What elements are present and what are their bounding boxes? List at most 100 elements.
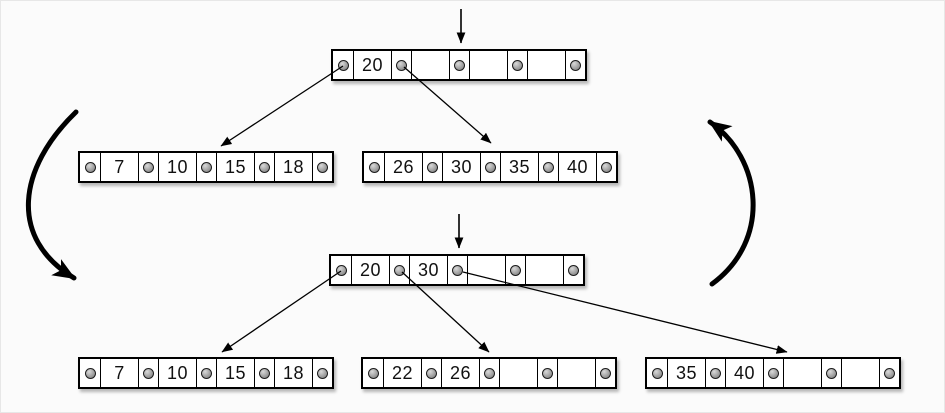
pointer-dot-icon	[651, 367, 663, 379]
btree-node-top-leaf-left: 7 10 15 18	[78, 151, 334, 183]
key-cell: 10	[158, 153, 196, 181]
pointer-cell	[821, 359, 841, 387]
pointer-dot-icon	[335, 264, 347, 276]
key-cell: 7	[100, 153, 138, 181]
pointer-cell	[196, 153, 216, 181]
pointer-dot-icon	[601, 161, 612, 173]
cycle-arrow-left	[26, 109, 79, 281]
key-cell: 15	[216, 359, 254, 387]
key-cell: 26	[384, 153, 422, 181]
child-pointer-arrow-top-root-to-left-leaf	[220, 65, 344, 147]
key-cell: 40	[558, 153, 596, 181]
key-cell	[783, 359, 821, 387]
key-cell: 20	[351, 256, 389, 284]
pointer-dot-icon	[600, 367, 611, 379]
pointer-dot-icon	[394, 264, 405, 276]
key-cell: 30	[442, 153, 480, 181]
pointer-cell	[333, 51, 353, 79]
pointer-cell	[391, 51, 411, 79]
key-cell: 22	[383, 359, 421, 387]
pointer-dot-icon	[201, 161, 212, 173]
pointer-cell	[595, 359, 615, 387]
pointer-dot-icon	[768, 367, 779, 379]
key-cell	[411, 51, 449, 79]
pointer-dot-icon	[568, 264, 579, 276]
pointer-dot-icon	[543, 161, 554, 173]
pointer-dot-icon	[317, 161, 328, 173]
key-cell: 30	[409, 256, 447, 284]
pointer-dot-icon	[510, 264, 521, 276]
pointer-dot-icon	[484, 367, 495, 379]
key-cell: 35	[500, 153, 538, 181]
pointer-cell	[538, 153, 558, 181]
pointer-cell	[479, 359, 499, 387]
pointer-cell	[312, 359, 332, 387]
key-cell	[525, 256, 563, 284]
pointer-dot-icon	[84, 161, 96, 173]
pointer-dot-icon	[143, 367, 154, 379]
pointer-dot-icon	[317, 367, 328, 379]
pointer-cell	[565, 51, 585, 79]
pointer-dot-icon	[337, 59, 349, 71]
btree-node-bottom-root: 20 30	[329, 254, 585, 286]
key-cell	[469, 51, 507, 79]
key-cell	[557, 359, 595, 387]
key-cell	[467, 256, 505, 284]
pointer-cell	[312, 153, 332, 181]
pointer-cell	[331, 256, 351, 284]
pointer-dot-icon	[710, 367, 721, 379]
pointer-cell	[879, 359, 899, 387]
key-cell: 35	[667, 359, 705, 387]
key-cell	[527, 51, 565, 79]
pointer-cell	[80, 153, 100, 181]
pointer-cell	[647, 359, 667, 387]
pointer-dot-icon	[259, 367, 270, 379]
child-pointer-arrow-bottom-root-to-left-leaf	[221, 270, 342, 353]
key-cell: 18	[274, 153, 312, 181]
pointer-dot-icon	[542, 367, 553, 379]
btree-node-top-leaf-right: 26 30 35 40	[362, 151, 618, 183]
btree-node-bottom-leaf-right: 35 40	[645, 357, 901, 389]
pointer-cell	[449, 51, 469, 79]
pointer-cell	[763, 359, 783, 387]
pointer-cell	[138, 153, 158, 181]
pointer-dot-icon	[454, 59, 465, 71]
key-cell: 40	[725, 359, 763, 387]
btree-node-top-root: 20	[331, 49, 587, 81]
pointer-cell	[447, 256, 467, 284]
pointer-dot-icon	[826, 367, 837, 379]
pointer-cell	[596, 153, 616, 181]
pointer-dot-icon	[884, 367, 895, 379]
pointer-cell	[421, 359, 441, 387]
pointer-dot-icon	[427, 161, 438, 173]
pointer-dot-icon	[143, 161, 154, 173]
pointer-dot-icon	[201, 367, 212, 379]
btree-node-bottom-leaf-middle: 22 26	[361, 357, 617, 389]
pointer-cell	[196, 359, 216, 387]
cycle-arrow-right	[707, 119, 756, 287]
pointer-dot-icon	[259, 161, 270, 173]
pointer-cell	[254, 153, 274, 181]
pointer-cell	[422, 153, 442, 181]
pointer-dot-icon	[84, 367, 96, 379]
btree-node-bottom-leaf-left: 7 10 15 18	[78, 357, 334, 389]
pointer-cell	[563, 256, 583, 284]
pointer-cell	[363, 359, 383, 387]
key-cell: 7	[100, 359, 138, 387]
pointer-dot-icon	[512, 59, 523, 71]
pointer-cell	[705, 359, 725, 387]
pointer-cell	[80, 359, 100, 387]
pointer-dot-icon	[368, 161, 380, 173]
pointer-cell	[505, 256, 525, 284]
key-cell: 26	[441, 359, 479, 387]
pointer-dot-icon	[396, 59, 407, 71]
pointer-cell	[389, 256, 409, 284]
key-cell: 18	[274, 359, 312, 387]
key-cell: 10	[158, 359, 196, 387]
key-cell: 20	[353, 51, 391, 79]
key-cell	[499, 359, 537, 387]
pointer-cell	[507, 51, 527, 79]
pointer-dot-icon	[367, 367, 379, 379]
pointer-cell	[138, 359, 158, 387]
